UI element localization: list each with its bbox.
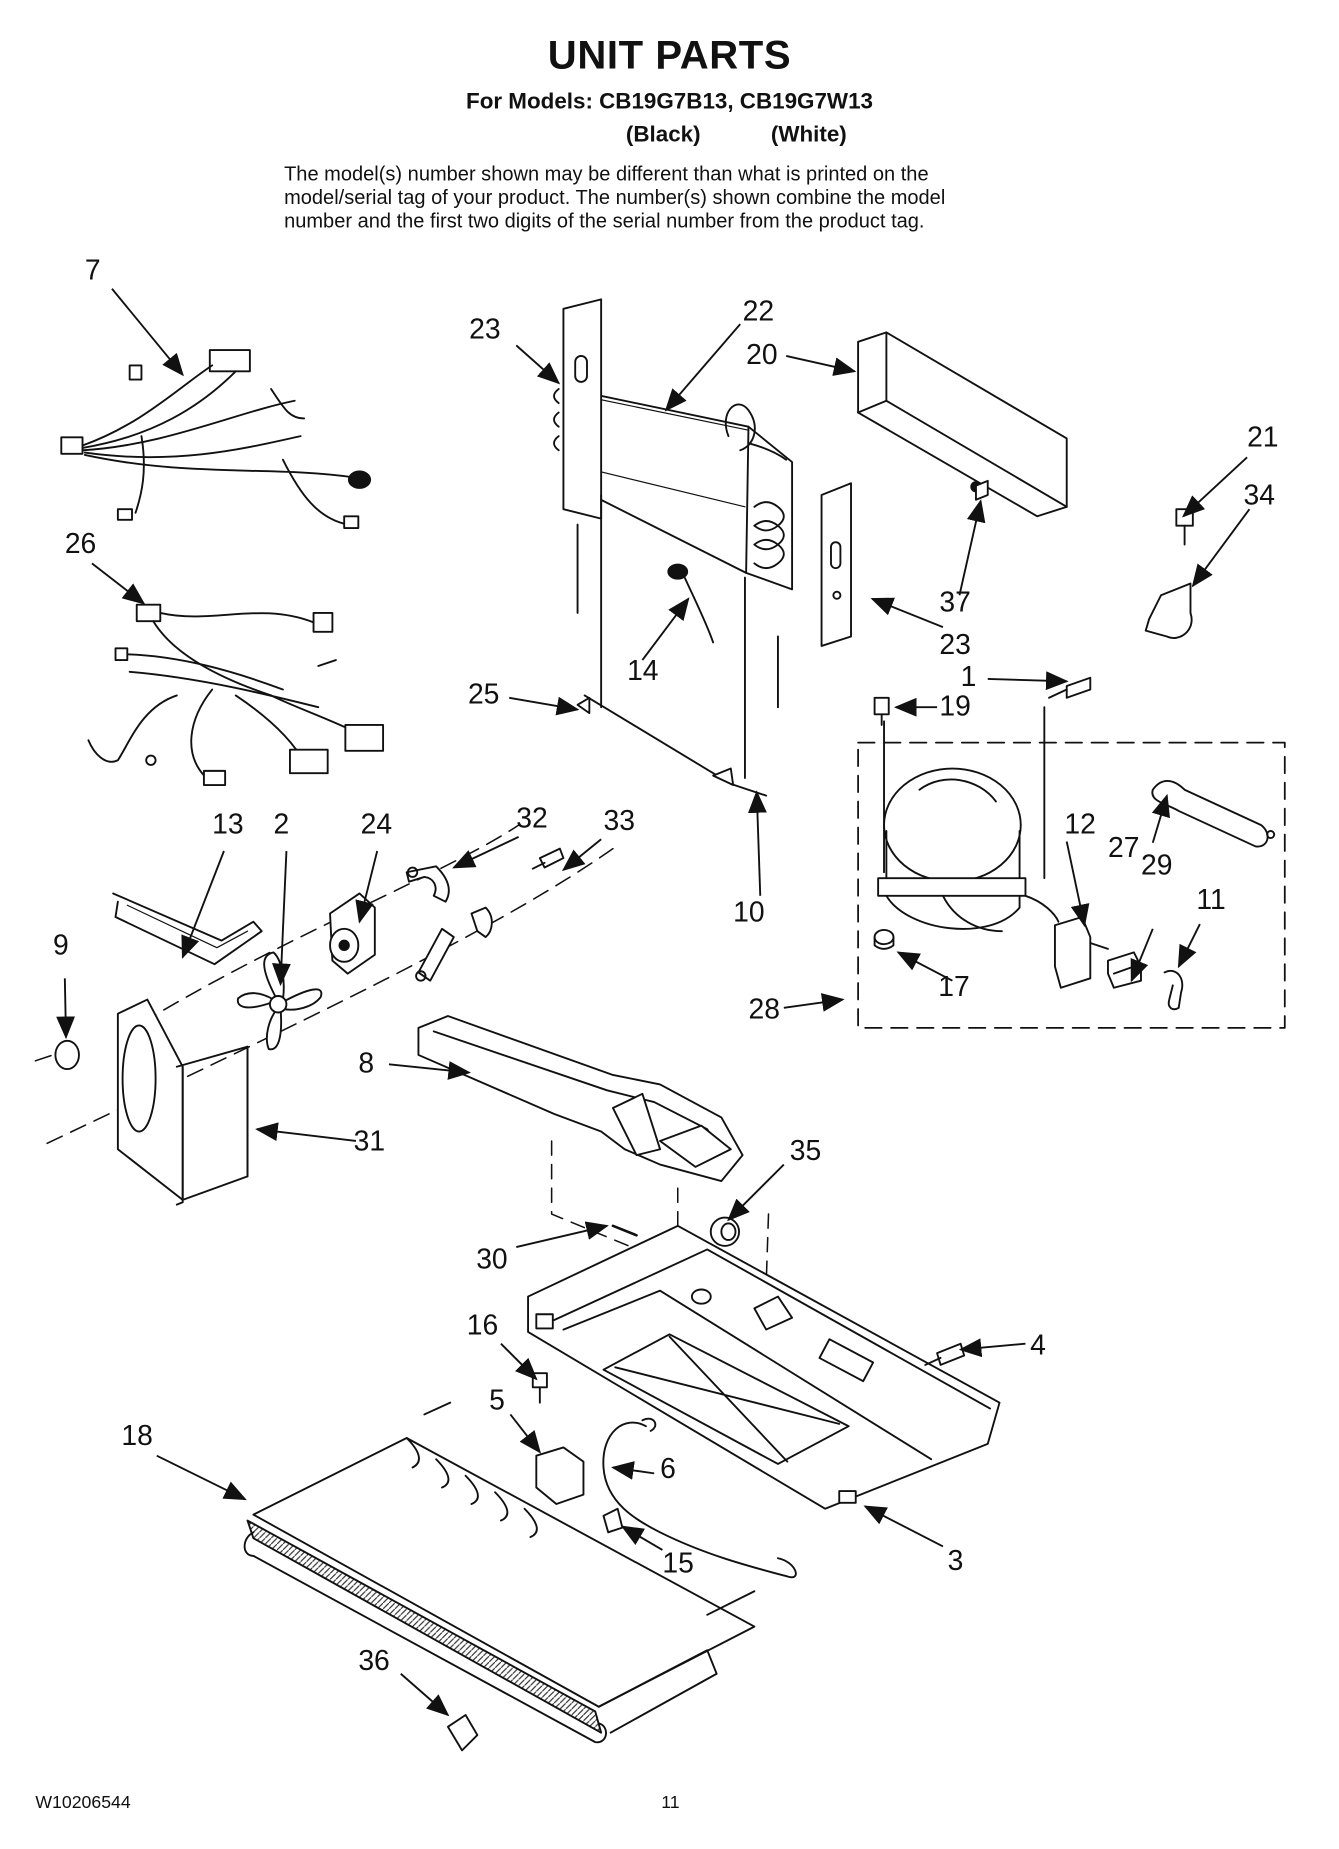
wire-harness-lower <box>87 603 385 786</box>
drain-grommet <box>709 1216 740 1247</box>
compressor-grommet <box>873 929 895 950</box>
callout-16: 16 <box>466 1309 499 1342</box>
callout-30: 30 <box>476 1243 508 1276</box>
callout-31: 31 <box>353 1125 386 1158</box>
cover-nut <box>975 479 989 501</box>
callout-18: 18 <box>121 1420 153 1453</box>
defrost-thermistor <box>667 563 715 644</box>
variant-black-label: (Black) <box>625 122 701 148</box>
callout-35: 35 <box>789 1135 822 1167</box>
callout-3: 3 <box>947 1545 964 1578</box>
callout-28: 28 <box>748 993 780 1026</box>
callout-37: 37 <box>939 586 971 619</box>
callout-26: 26 <box>64 528 97 560</box>
compressor-bracket <box>1144 582 1193 639</box>
model-number-note: The model(s) number shown may be differe… <box>284 163 1109 234</box>
compressor-assembly-outline <box>857 741 1286 1029</box>
fan-plug <box>54 1039 80 1071</box>
callout-12: 12 <box>1064 808 1096 841</box>
compressor <box>877 706 1060 933</box>
compressor-screw-1 <box>1048 676 1092 699</box>
callout-23-left: 23 <box>469 313 501 346</box>
callout-24: 24 <box>360 808 393 841</box>
callout-17: 17 <box>938 971 970 1004</box>
page-title: UNIT PARTS <box>547 33 792 78</box>
tube-coupler <box>602 1507 624 1534</box>
callout-14: 14 <box>627 655 659 688</box>
callout-5: 5 <box>489 1384 505 1417</box>
filter-drier <box>1151 779 1276 848</box>
callout-29: 29 <box>1140 849 1173 882</box>
base-plate <box>527 1224 1001 1510</box>
evaporator <box>553 298 794 797</box>
callout-9: 9 <box>53 929 69 962</box>
callout-22: 22 <box>742 295 775 328</box>
callout-4: 4 <box>1030 1329 1046 1362</box>
note-line: The model(s) number shown may be differe… <box>284 162 929 186</box>
note-line: model/serial tag of your product. The nu… <box>284 186 946 209</box>
models-line: For Models: CB19G7B13, CB19G7W13 <box>466 89 873 115</box>
callout-2: 2 <box>273 808 290 841</box>
callout-27: 27 <box>1107 832 1140 864</box>
callout-11: 11 <box>1196 884 1226 916</box>
callout-15: 15 <box>662 1547 694 1580</box>
motor-screw-33 <box>531 847 565 870</box>
coil-clip <box>446 1714 479 1752</box>
variant-white-label: (White) <box>770 122 847 148</box>
drain-tube <box>611 1224 638 1237</box>
evaporator-bracket-right <box>820 482 852 647</box>
callout-34: 34 <box>1243 479 1276 512</box>
seal-gasket <box>112 892 263 966</box>
loop-tube <box>602 1417 797 1579</box>
document-number: W10206544 <box>35 1792 131 1813</box>
callout-36: 36 <box>358 1645 390 1678</box>
callout-13: 13 <box>212 808 244 841</box>
condenser-fan-shroud <box>116 998 249 1206</box>
note-line: number and the first two digits of the s… <box>284 209 925 233</box>
fan-motor <box>329 892 376 975</box>
page-number: 11 <box>661 1792 680 1813</box>
evaporator-cover <box>857 331 1068 518</box>
callout-25: 25 <box>467 678 500 711</box>
callout-21: 21 <box>1247 421 1279 454</box>
drain-pan <box>417 1015 744 1183</box>
callout-leaders <box>56 288 1251 1717</box>
callout-32: 32 <box>516 802 548 835</box>
callout-1: 1 <box>960 661 977 694</box>
callout-10: 10 <box>733 896 765 929</box>
condenser-fan-blade <box>236 951 323 1051</box>
callout-8: 8 <box>358 1047 375 1080</box>
compressor-screw-19 <box>873 696 890 726</box>
callout-19: 19 <box>939 690 971 723</box>
start-relay <box>1053 916 1109 989</box>
callout-23-right: 23 <box>939 629 971 662</box>
callout-33: 33 <box>603 805 635 837</box>
relay-cover-clip <box>1163 970 1184 1011</box>
foam-block <box>535 1446 585 1505</box>
motor-mount-bracket-32 <box>405 865 493 982</box>
callout-20: 20 <box>746 339 778 372</box>
condenser-coil <box>243 1401 756 1744</box>
callout-6: 6 <box>660 1453 676 1486</box>
base-screw-4 <box>924 1342 966 1366</box>
callout-7: 7 <box>84 254 101 287</box>
wire-harness-upper <box>60 349 372 530</box>
